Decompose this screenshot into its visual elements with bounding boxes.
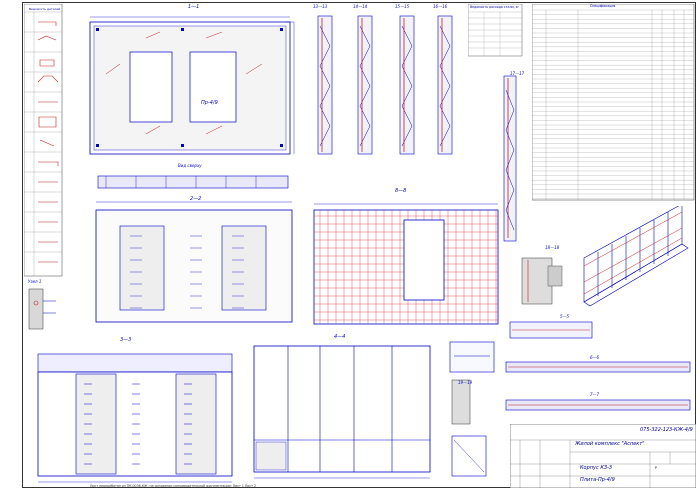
node-1-detail [28, 288, 56, 330]
view-7-7-title: 7—7 [590, 392, 600, 397]
sheet-note: Лист переработан из ПК-0036-КЖ; на основ… [90, 484, 257, 488]
top-view-strip [97, 175, 289, 189]
specification-table [532, 4, 695, 201]
view-17-17-title: 17—17 [510, 71, 525, 76]
spec-table-title: Спецификация [590, 4, 616, 8]
project-name: Жилой комплекс "Аспект" [575, 441, 645, 447]
panel-mark-label: Пр-4/9 [201, 100, 218, 106]
elevation-3-3 [37, 353, 233, 483]
bending-schedule: Ведомость деталей [24, 4, 63, 277]
section-17-17 [503, 75, 517, 242]
view-2-2-title: 2—2 [190, 196, 202, 202]
plan-view-1-1 [89, 16, 295, 155]
steel-table [468, 4, 523, 57]
building-name: Корпус КЗ-3 [580, 465, 613, 471]
node-1-label: Узел 1 [28, 279, 42, 284]
view-1-1-title: 1—1 [188, 4, 200, 10]
doc-code: 075-322-123-КЖ-4/9 [640, 427, 693, 433]
view-16-16-title: 16—16 [433, 4, 448, 9]
small-details [449, 341, 495, 477]
view-13-13-title: 13—13 [313, 4, 328, 9]
view-6-6-title: 6—6 [590, 355, 600, 360]
horizontal-sections [505, 321, 691, 411]
title-block [510, 424, 696, 488]
bending-schedule-title: Ведомость деталей [29, 7, 60, 11]
mesh-elevation-8-8 [313, 203, 499, 325]
view-4-4-title: 4—4 [334, 334, 346, 340]
stage-letter: Р [655, 466, 657, 470]
vertical-sections-row [317, 15, 453, 155]
view-8-8-title: 8—8 [395, 188, 407, 194]
steel-table-title: Ведомость расхода стали, кг [470, 5, 520, 9]
elevation-2-2 [95, 201, 293, 323]
view-15-15-title: 15—15 [395, 4, 410, 9]
view-18-18-title: 18—18 [545, 245, 560, 250]
view-5-5-title: 5—5 [560, 314, 570, 319]
isometric-cage [583, 206, 689, 307]
plan-caption: Вид сверху [178, 163, 202, 168]
view-14-14-title: 14—14 [353, 4, 368, 9]
drawing-name: Плита-Пр-4/9 [580, 477, 615, 483]
section-18-18 [521, 257, 563, 305]
sheet-frame [22, 2, 696, 488]
view-3-3-title: 3—3 [120, 337, 132, 343]
elevation-4-4 [253, 345, 431, 479]
view-19-19-title: 19—19 [458, 380, 473, 385]
